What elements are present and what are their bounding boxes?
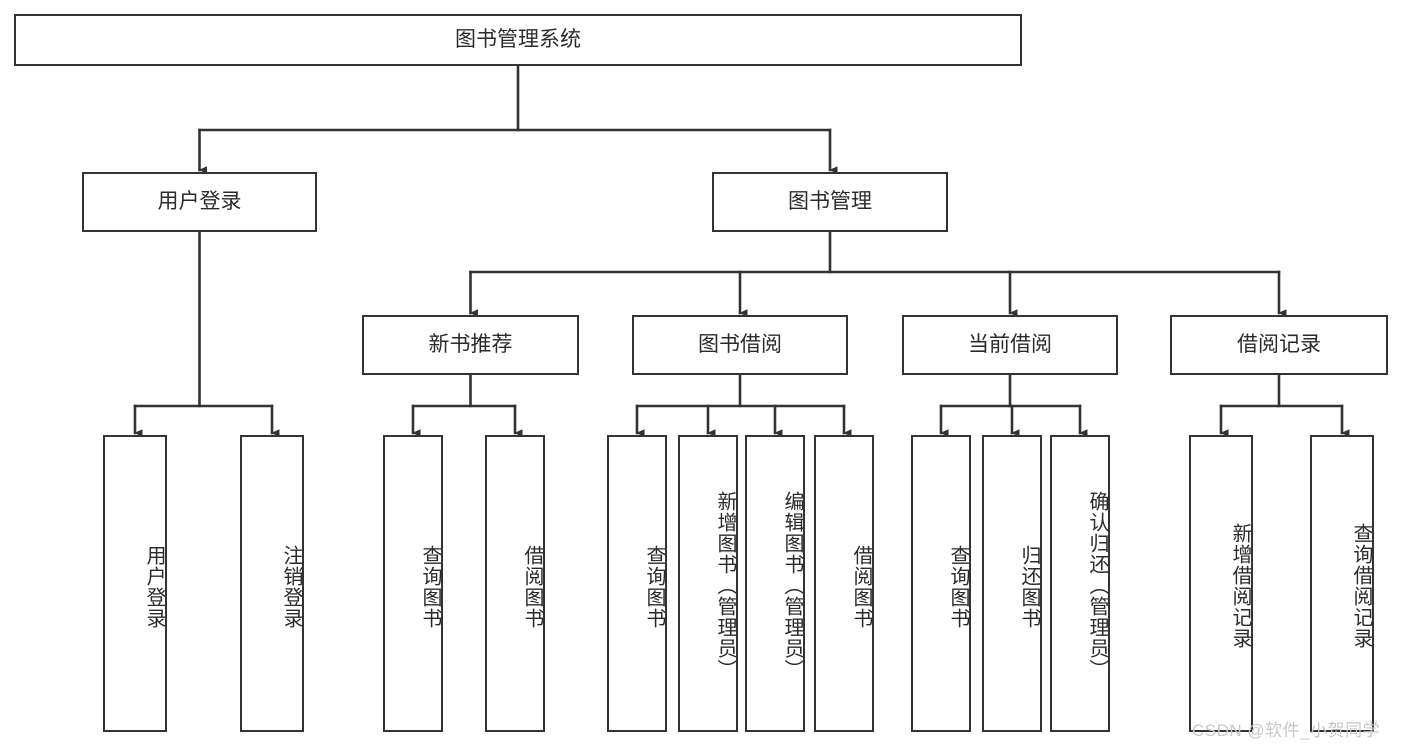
node-root-system[interactable]: 图书管理系统 [14,14,1022,66]
node-leaf-5-label: 查询图书 [643,544,665,629]
node-leaf-6-label: 新增图书（管理员） [714,491,736,680]
node-leaf-13-label: 查询借阅记录 [1350,522,1372,649]
node-leaf-3-label: 查询图书 [419,544,441,629]
node-leaf-1-label: 用户登录 [143,544,165,629]
node-leaf-2-label: 注销登录 [280,544,302,629]
node-leaf-7[interactable]: 编辑图书（管理员） [745,435,805,732]
node-leaf-11-label: 确认归还（管理员） [1086,491,1108,680]
node-leaf-12-label: 新增借阅记录 [1229,522,1251,649]
node-leaf-4-label: 借阅图书 [521,544,543,629]
node-leaf-8-label: 借阅图书 [850,544,872,629]
node-level1-1[interactable]: 用户登录 [82,172,317,232]
node-level2-4-label: 借阅记录 [1237,333,1321,357]
node-leaf-1[interactable]: 用户登录 [103,435,167,732]
node-leaf-3[interactable]: 查询图书 [383,435,443,732]
node-level2-4[interactable]: 借阅记录 [1170,315,1388,375]
node-level2-1[interactable]: 新书推荐 [362,315,579,375]
node-leaf-11[interactable]: 确认归还（管理员） [1050,435,1110,732]
node-level1-2-label: 图书管理 [788,190,872,214]
node-leaf-9[interactable]: 查询图书 [911,435,971,732]
node-leaf-13[interactable]: 查询借阅记录 [1310,435,1374,732]
node-level2-2-label: 图书借阅 [698,333,782,357]
node-leaf-10[interactable]: 归还图书 [982,435,1042,732]
node-root-system-label: 图书管理系统 [455,28,581,52]
csdn-watermark: CSDN @软件_小贺同学 [1192,721,1381,740]
node-leaf-10-label: 归还图书 [1018,544,1040,629]
connector-lines [133,64,1350,437]
node-leaf-9-label: 查询图书 [947,544,969,629]
node-leaf-5[interactable]: 查询图书 [607,435,667,732]
node-level1-2[interactable]: 图书管理 [712,172,948,232]
node-level2-1-label: 新书推荐 [428,333,513,357]
node-leaf-7-label: 编辑图书（管理员） [781,491,803,680]
node-leaf-8[interactable]: 借阅图书 [814,435,874,732]
node-leaf-2[interactable]: 注销登录 [240,435,304,732]
node-leaf-12[interactable]: 新增借阅记录 [1189,435,1253,732]
node-leaf-6[interactable]: 新增图书（管理员） [678,435,738,732]
node-level2-3[interactable]: 当前借阅 [902,315,1118,375]
node-leaf-4[interactable]: 借阅图书 [485,435,545,732]
node-level2-2[interactable]: 图书借阅 [632,315,848,375]
node-level1-1-label: 用户登录 [157,190,242,214]
node-level2-3-label: 当前借阅 [968,333,1052,357]
